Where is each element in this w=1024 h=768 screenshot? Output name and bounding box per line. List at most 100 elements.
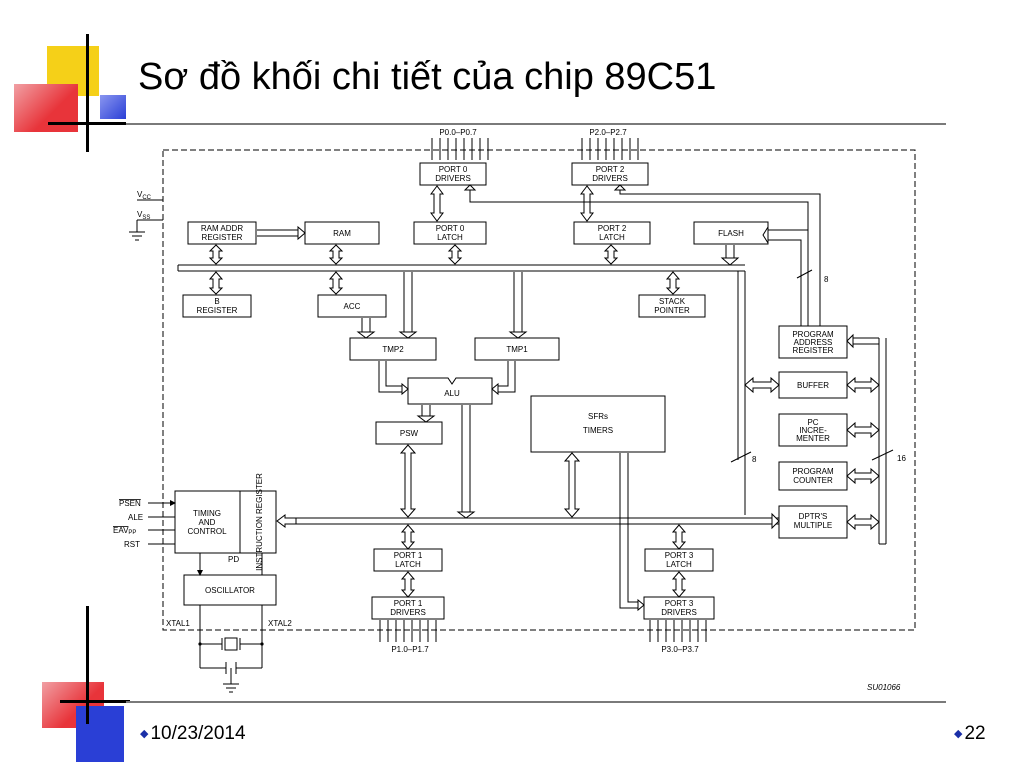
svg-text:EAVPP: EAVPP: [113, 526, 136, 536]
block-sfrs-timers: SFRs TIMERS: [530, 395, 666, 453]
bullet-icon: ◆: [140, 728, 149, 741]
vss-label: VSS: [137, 210, 150, 221]
svg-text:DRIVERS: DRIVERS: [390, 608, 426, 617]
block-port1-drivers: PORT 1 DRIVERS: [371, 596, 445, 620]
block-alu: ALU: [407, 377, 493, 405]
p1-label: P1.0–P1.7: [391, 645, 429, 654]
svg-text:INSTRUCTION REGISTER: INSTRUCTION REGISTER: [255, 473, 264, 571]
block-program-address-register: PROGRAM ADDRESS REGISTER: [778, 325, 848, 359]
block-ram: RAM: [304, 221, 380, 245]
svg-text:ALU: ALU: [444, 389, 460, 398]
block-psw: PSW: [375, 421, 443, 445]
title-rule: [126, 123, 946, 125]
svg-text:OSCILLATOR: OSCILLATOR: [205, 586, 255, 595]
block-timing-control: TIMING AND CONTROL INSTRUCTION REGISTER: [174, 473, 277, 571]
xtal2-label: XTAL2: [268, 619, 292, 628]
svg-text:DPTR'S: DPTR'S: [799, 512, 828, 521]
svg-text:PORT 2: PORT 2: [598, 224, 627, 233]
footer-page: ◆22: [954, 723, 986, 745]
svg-text:REGISTER: REGISTER: [793, 346, 834, 355]
svg-text:REGISTER: REGISTER: [197, 306, 238, 315]
svg-text:LATCH: LATCH: [666, 560, 692, 569]
footer-rule: [126, 701, 946, 703]
block-tmp2: TMP2: [349, 337, 437, 361]
block-acc: ACC: [317, 294, 387, 318]
svg-text:PORT 1: PORT 1: [394, 551, 423, 560]
svg-text:COUNTER: COUNTER: [793, 476, 833, 485]
deco-horizontal-line-bottom: [60, 700, 130, 703]
svg-text:CONTROL: CONTROL: [187, 527, 227, 536]
deco-vertical-line-bottom: [86, 606, 89, 724]
svg-text:FLASH: FLASH: [718, 229, 744, 238]
xtal1-label: XTAL1: [166, 619, 190, 628]
svg-text:PC: PC: [807, 418, 818, 427]
svg-text:PORT 0: PORT 0: [436, 224, 465, 233]
crystal-circuit: [198, 605, 264, 693]
svg-text:REGISTER: REGISTER: [202, 233, 243, 242]
svg-text:PROGRAM: PROGRAM: [792, 330, 834, 339]
svg-text:PORT 3: PORT 3: [665, 599, 694, 608]
deco-vertical-line: [86, 34, 89, 152]
bus-connections: [197, 184, 894, 612]
svg-text:ALE: ALE: [128, 513, 143, 522]
deco-blue-square: [100, 95, 126, 119]
internal-data-bus: [177, 264, 780, 525]
p0-pins: [431, 138, 489, 160]
svg-text:DRIVERS: DRIVERS: [661, 608, 697, 617]
svg-text:RAM ADDR: RAM ADDR: [201, 224, 243, 233]
date-text: 10/23/2014: [150, 723, 246, 744]
svg-text:DRIVERS: DRIVERS: [435, 174, 471, 183]
p1-pins: [379, 620, 437, 642]
block-ram-addr-register: RAM ADDR REGISTER: [187, 221, 257, 245]
bus-width-8-internal: 8: [752, 455, 757, 464]
bullet-icon: ◆: [954, 728, 963, 741]
block-port3-drivers: PORT 3 DRIVERS: [643, 596, 715, 620]
svg-text:DRIVERS: DRIVERS: [592, 174, 628, 183]
bus-width-8-flash: 8: [824, 275, 829, 284]
svg-text:TMP1: TMP1: [506, 345, 528, 354]
svg-text:LATCH: LATCH: [437, 233, 463, 242]
block-port0-latch: PORT 0 LATCH: [413, 221, 487, 245]
block-stack-pointer: STACK POINTER: [638, 294, 706, 318]
block-port3-latch: PORT 3 LATCH: [644, 548, 714, 572]
svg-text:POINTER: POINTER: [654, 306, 690, 315]
p0-label: P0.0–P0.7: [439, 128, 477, 137]
svg-text:PORT 3: PORT 3: [665, 551, 694, 560]
svg-text:TIMERS: TIMERS: [583, 426, 613, 435]
block-flash: FLASH: [693, 221, 769, 245]
pd-label: PD: [228, 555, 239, 564]
figure-code: SU01066: [867, 683, 901, 692]
svg-text:PORT 2: PORT 2: [596, 165, 625, 174]
block-oscillator: OSCILLATOR: [183, 574, 277, 606]
block-port0-drivers: PORT 0 DRIVERS: [419, 162, 487, 186]
control-pins: PSEN ALE EAVPP RST: [113, 499, 176, 549]
svg-text:PSEN: PSEN: [119, 499, 141, 508]
svg-text:ACC: ACC: [344, 302, 361, 311]
block-b-register: B REGISTER: [182, 294, 252, 318]
block-program-counter: PROGRAM COUNTER: [778, 461, 848, 491]
svg-text:LATCH: LATCH: [599, 233, 625, 242]
block-port1-latch: PORT 1 LATCH: [373, 548, 443, 572]
deco-blue-square-bottom: [76, 706, 124, 762]
svg-text:AND: AND: [199, 518, 216, 527]
block-tmp1: TMP1: [474, 337, 560, 361]
p3-label: P3.0–P3.7: [661, 645, 699, 654]
svg-text:SFRs: SFRs: [588, 412, 608, 421]
svg-text:TIMING: TIMING: [193, 509, 221, 518]
block-pc-incrementer: PC INCRE- MENTER: [778, 413, 848, 447]
p2-pins: [581, 138, 639, 160]
svg-text:INCRE-: INCRE-: [799, 426, 827, 435]
block-port2-latch: PORT 2 LATCH: [573, 221, 651, 245]
svg-text:STACK: STACK: [659, 297, 686, 306]
svg-text:ADDRESS: ADDRESS: [794, 338, 833, 347]
vcc-label: VCC: [137, 190, 152, 201]
block-dptr-multiple: DPTR'S MULTIPLE: [778, 505, 848, 539]
svg-text:MULTIPLE: MULTIPLE: [794, 521, 833, 530]
svg-text:PORT 1: PORT 1: [394, 599, 423, 608]
svg-text:RAM: RAM: [333, 229, 351, 238]
svg-text:B: B: [214, 297, 219, 306]
svg-text:PROGRAM: PROGRAM: [792, 467, 834, 476]
chip-outline: [162, 149, 916, 631]
svg-text:PORT 0: PORT 0: [439, 165, 468, 174]
